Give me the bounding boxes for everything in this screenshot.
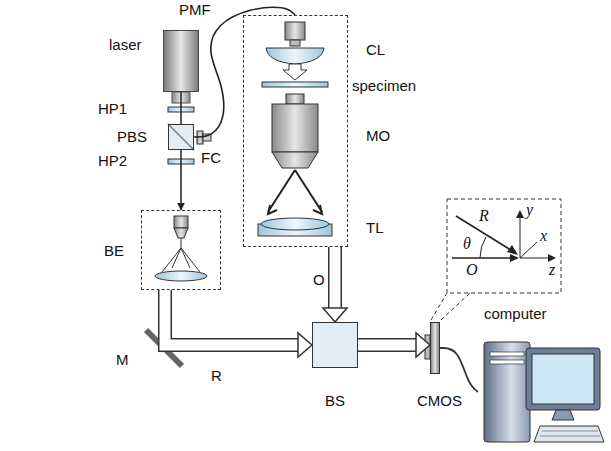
arrow-head: [416, 333, 430, 357]
line-connector: [181, 150, 182, 210]
collimator-neck: [290, 40, 300, 46]
laser-box: laser: [163, 30, 199, 92]
line-path: [180, 150, 182, 210]
line-path: [180, 92, 182, 124]
hollow-connector: [323, 247, 347, 322]
keyboard: [534, 426, 604, 442]
axis-label: O: [466, 262, 478, 278]
beam-ray: [268, 170, 322, 212]
beam-outline: [358, 338, 416, 352]
cable-connector: [440, 348, 478, 392]
part-label: laser: [109, 37, 142, 53]
hollow-connector: [358, 333, 430, 357]
beam-fill: [358, 340, 416, 351]
beam-splitter-cube: PBS: [168, 124, 194, 150]
objective-base: [272, 152, 318, 168]
beam-outline: [165, 290, 298, 345]
computer-tower: [484, 342, 530, 442]
lens: [155, 271, 207, 281]
part-label: BE: [104, 243, 124, 259]
objective-body: [174, 216, 188, 228]
part-label: computer: [484, 306, 547, 322]
arrow-head: [298, 333, 312, 357]
beam-splitter-cube: BS: [312, 322, 358, 368]
beam-ray: [162, 238, 200, 272]
inset-leader: [431, 293, 447, 320]
fiber-path: [194, 7, 295, 137]
part-label: CMOS: [417, 393, 462, 409]
part-label: CL: [366, 42, 385, 58]
beam-expander: BE: [141, 210, 221, 290]
illumination-arrow: [283, 64, 307, 80]
axis-label: z: [549, 262, 555, 278]
drive-slot: [490, 360, 524, 364]
part-label: specimen: [352, 78, 416, 94]
hollow-connector: [165, 290, 312, 357]
inset-leader: [441, 293, 470, 320]
beam-fill: [165, 290, 298, 345]
part-label: M: [116, 352, 129, 368]
beam-outline: [328, 247, 342, 308]
beam-arrow-head: [510, 254, 519, 262]
beam-arrow: [452, 257, 512, 259]
condenser-lens: [266, 48, 324, 64]
part-label: MO: [366, 128, 390, 144]
part-label: TL: [366, 220, 384, 236]
cmos-camera: CMOS: [430, 322, 440, 374]
drive-slot: [490, 352, 524, 356]
beam-arrow-head: [507, 245, 518, 255]
part-label: HP2: [98, 153, 127, 169]
part-label: HP1: [98, 101, 127, 117]
computer: computer: [478, 330, 604, 446]
specimen-slide: [262, 82, 328, 87]
objective-body: [272, 104, 318, 152]
objective-tip: [286, 94, 304, 104]
beam-label: O: [312, 272, 326, 288]
beam-label: PMF: [178, 2, 212, 18]
angle-arc: [480, 237, 486, 258]
part-label: BS: [325, 393, 345, 409]
microscope-unit: CLspecimenMOTL: [243, 15, 348, 247]
part-label: FC: [201, 150, 221, 166]
line-connector: [181, 92, 182, 124]
tube-lens: [261, 218, 329, 230]
axis-label: y: [526, 202, 533, 218]
angle-label: θ: [463, 236, 471, 252]
beam-fill: [330, 247, 341, 308]
fiber-connector: [194, 7, 295, 137]
screen: [532, 354, 594, 404]
objective-tip: [174, 228, 188, 238]
monitor-stand: [552, 410, 574, 420]
cable-path: [440, 348, 478, 392]
beam-ray: [268, 205, 322, 214]
axis-head: [516, 210, 556, 262]
axis-label: R: [479, 208, 489, 224]
collimator: [285, 22, 305, 40]
axis-label: x: [540, 228, 547, 244]
axis: [520, 212, 554, 258]
monitor: [526, 348, 600, 410]
beam-label: R: [210, 368, 223, 384]
arrow-head: [323, 308, 347, 322]
cube-diagonal: [168, 124, 194, 150]
part-label: PBS: [117, 129, 147, 145]
keyboard-keys: [540, 431, 600, 436]
inset-frame: [447, 199, 561, 293]
